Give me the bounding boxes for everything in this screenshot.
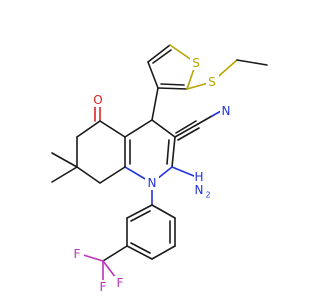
amino-nitrogen-label: N <box>195 183 204 197</box>
fluorine-2-label: F <box>100 280 107 294</box>
fluorine-3-label: F <box>117 276 124 290</box>
amino-hydrogen-label: H <box>194 170 203 184</box>
ring-nitrogen-label: N <box>148 176 157 190</box>
thiophene-ring <box>147 44 197 90</box>
fluorine-1-label: F <box>74 247 81 261</box>
aryl-ring <box>79 182 176 284</box>
thiophene-sulfur-label: S <box>192 56 200 70</box>
nitrile-nitrogen-label: N <box>222 104 231 118</box>
ethylthio-sulfur-label: S <box>208 75 216 89</box>
amino-group <box>171 166 195 177</box>
ketone-oxygen-label: O <box>93 93 102 107</box>
core-rings <box>51 87 176 184</box>
molecule-structure-diagram: S S O N N H N 2 F F F <box>51 44 268 294</box>
amino-subscript-label: 2 <box>205 191 210 200</box>
atom-labels: S S O N N H N 2 F F F <box>72 56 233 294</box>
nitrile-group <box>174 110 222 141</box>
